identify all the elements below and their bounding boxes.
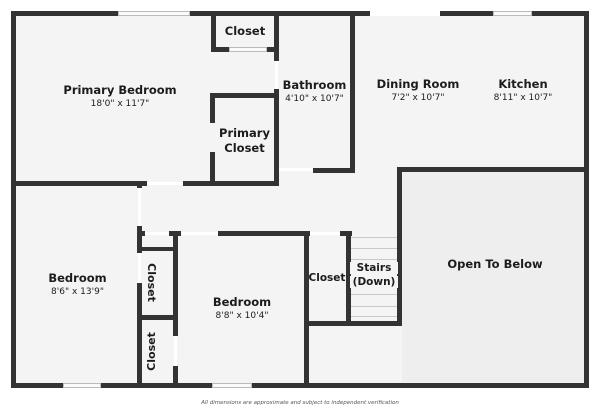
wall-primary-bottom-a (11, 181, 147, 186)
bedroom-left-door (138, 188, 141, 226)
closet-left-lower-door (174, 336, 177, 366)
wall-bottom (11, 383, 589, 388)
room-name: Kitchen (498, 77, 548, 91)
room-stairs: Stairs (Down) (350, 262, 398, 289)
wall-hall-c (218, 231, 310, 236)
room-name: Bathroom (282, 78, 347, 92)
room-name: Stairs (350, 262, 398, 275)
opening-dining (370, 11, 440, 16)
wall-primary-bottom-b (183, 181, 279, 186)
room-name: Closet (144, 263, 158, 302)
stair-tread (351, 248, 397, 249)
primary-bedroom-door (147, 182, 183, 185)
room-closet-left-lower: Closet (145, 332, 158, 371)
room-open-to-below: Open To Below (420, 257, 570, 271)
window-bedroom-left (63, 383, 101, 388)
room-dimensions: 8'11" x 10'7" (493, 93, 553, 104)
window-primary-bedroom (118, 11, 190, 16)
bathroom-door (275, 61, 278, 89)
wall-otb-left (397, 167, 402, 326)
wall-closet-hall-bottom (304, 321, 402, 326)
bath-bottom-door (279, 168, 313, 171)
stair-tread (351, 237, 397, 238)
wall-closets-right-a (173, 231, 178, 336)
room-dining-room: Dining Room 7'2" x 10'7" (370, 77, 466, 104)
room-name: Primary (219, 126, 270, 140)
room-name: Closet (224, 141, 265, 156)
wall-closet-top-bottom-a (211, 47, 229, 52)
bedroom-middle-door (181, 232, 218, 235)
room-bathroom: Bathroom 4'10" x 10'7" (279, 78, 350, 105)
room-dimensions: 8'6" x 13'9" (51, 287, 104, 298)
room-name: (Down) (350, 276, 398, 289)
stair-tread (351, 306, 397, 307)
wall-bedroom-left-right-b (137, 283, 142, 388)
wall-otb-top (397, 167, 589, 172)
room-kitchen: Kitchen 8'11" x 10'7" (478, 77, 568, 104)
stair-tread (351, 259, 397, 260)
stair-tread (351, 294, 397, 295)
closet-left-upper-door (138, 253, 141, 283)
disclaimer: All dimensions are approximate and subje… (201, 400, 399, 406)
room-name: Dining Room (376, 77, 460, 91)
wall-closets-mid (137, 315, 178, 320)
wall-hall-a (137, 231, 145, 236)
room-name: Bedroom (212, 295, 272, 309)
room-closet-hall: Closet (307, 272, 347, 284)
closet-hall-gap (145, 232, 169, 235)
wall-bedroom-left-right (137, 226, 142, 253)
room-name: Closet (144, 332, 158, 371)
wall-primary-closet-top (210, 93, 279, 98)
room-closet-top: Closet (216, 24, 274, 38)
room-closet-left-upper: Closet (145, 263, 158, 302)
room-dimensions: 7'2" x 10'7" (391, 93, 445, 104)
wall-bedroom-left-right-top (137, 181, 142, 188)
wall-right (584, 11, 589, 388)
window-bedroom-middle (212, 383, 252, 388)
room-dimensions: 8'8" x 10'4" (215, 311, 269, 322)
closet-hall-door (310, 232, 340, 235)
wall-bath-left (274, 89, 279, 185)
room-name: Closet (308, 272, 346, 284)
wall-closets-top (137, 247, 178, 251)
room-dimensions: 4'10" x 10'7" (285, 94, 344, 105)
room-name: Primary Bedroom (63, 83, 177, 97)
wall-primary-closet-left-b (210, 152, 215, 185)
wall-closets-right-b (173, 366, 178, 388)
wall-left (11, 11, 16, 388)
wall-primary-closet-left-a (210, 93, 215, 123)
room-name: Closet (224, 24, 266, 38)
wall-closet-hall-right (346, 231, 351, 326)
open-to-below-area (402, 170, 586, 382)
wall-closet-top-left (211, 11, 216, 52)
window-kitchen (493, 11, 532, 16)
room-bedroom-left: Bedroom 8'6" x 13'9" (20, 271, 135, 298)
wall-closet-top-right (274, 11, 279, 61)
wall-bath-right (350, 11, 355, 173)
stair-tread (351, 316, 397, 317)
room-name: Open To Below (447, 257, 543, 271)
room-primary-closet: Primary Closet (215, 126, 274, 156)
wall-bath-bottom (313, 168, 355, 173)
room-primary-bedroom: Primary Bedroom 18'0" x 11'7" (60, 83, 180, 110)
room-bedroom-middle: Bedroom 8'8" x 10'4" (180, 295, 304, 322)
room-name: Bedroom (48, 271, 107, 285)
wall-bedroom-middle-right (304, 231, 309, 388)
room-dimensions: 18'0" x 11'7" (90, 99, 150, 110)
wall-top (11, 11, 589, 16)
wall-closet-top-bottom-b (267, 47, 279, 52)
closet-top-door (229, 47, 267, 52)
